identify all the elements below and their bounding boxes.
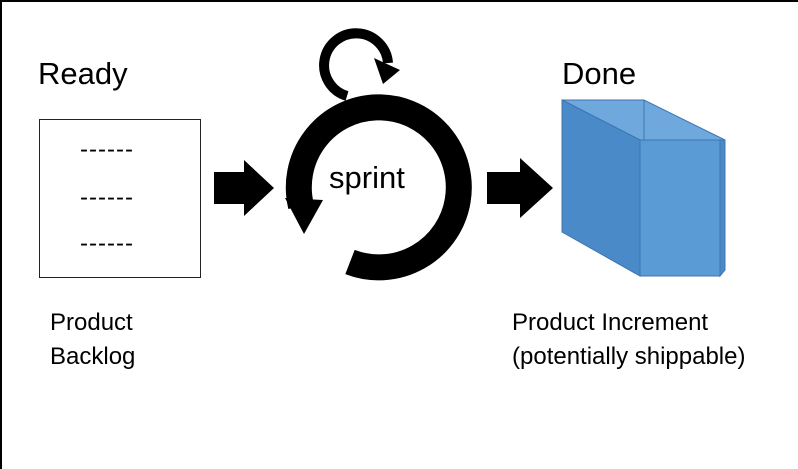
increment-caption-line-2: (potentially shippable) [512, 343, 746, 370]
arrow-right-icon [214, 160, 274, 216]
done-label: Done [562, 56, 637, 91]
small-loop-arrow-icon [319, 28, 400, 101]
product-increment-box-icon [561, 99, 726, 278]
sprint-label: sprint [329, 160, 405, 195]
product-backlog-box: ------ ------ ------ [39, 119, 201, 278]
ready-label: Ready [38, 56, 128, 91]
backlog-line-3: ------ [80, 230, 134, 257]
sprint-cycle-arrow-icon [285, 94, 472, 281]
increment-caption-line-1: Product Increment [512, 309, 709, 336]
backlog-caption-line-1: Product [50, 309, 133, 336]
arrow-right-icon [487, 158, 553, 218]
backlog-line-2: ------ [80, 184, 134, 211]
backlog-line-1: ------ [80, 136, 134, 163]
backlog-caption-line-2: Backlog [50, 343, 136, 370]
